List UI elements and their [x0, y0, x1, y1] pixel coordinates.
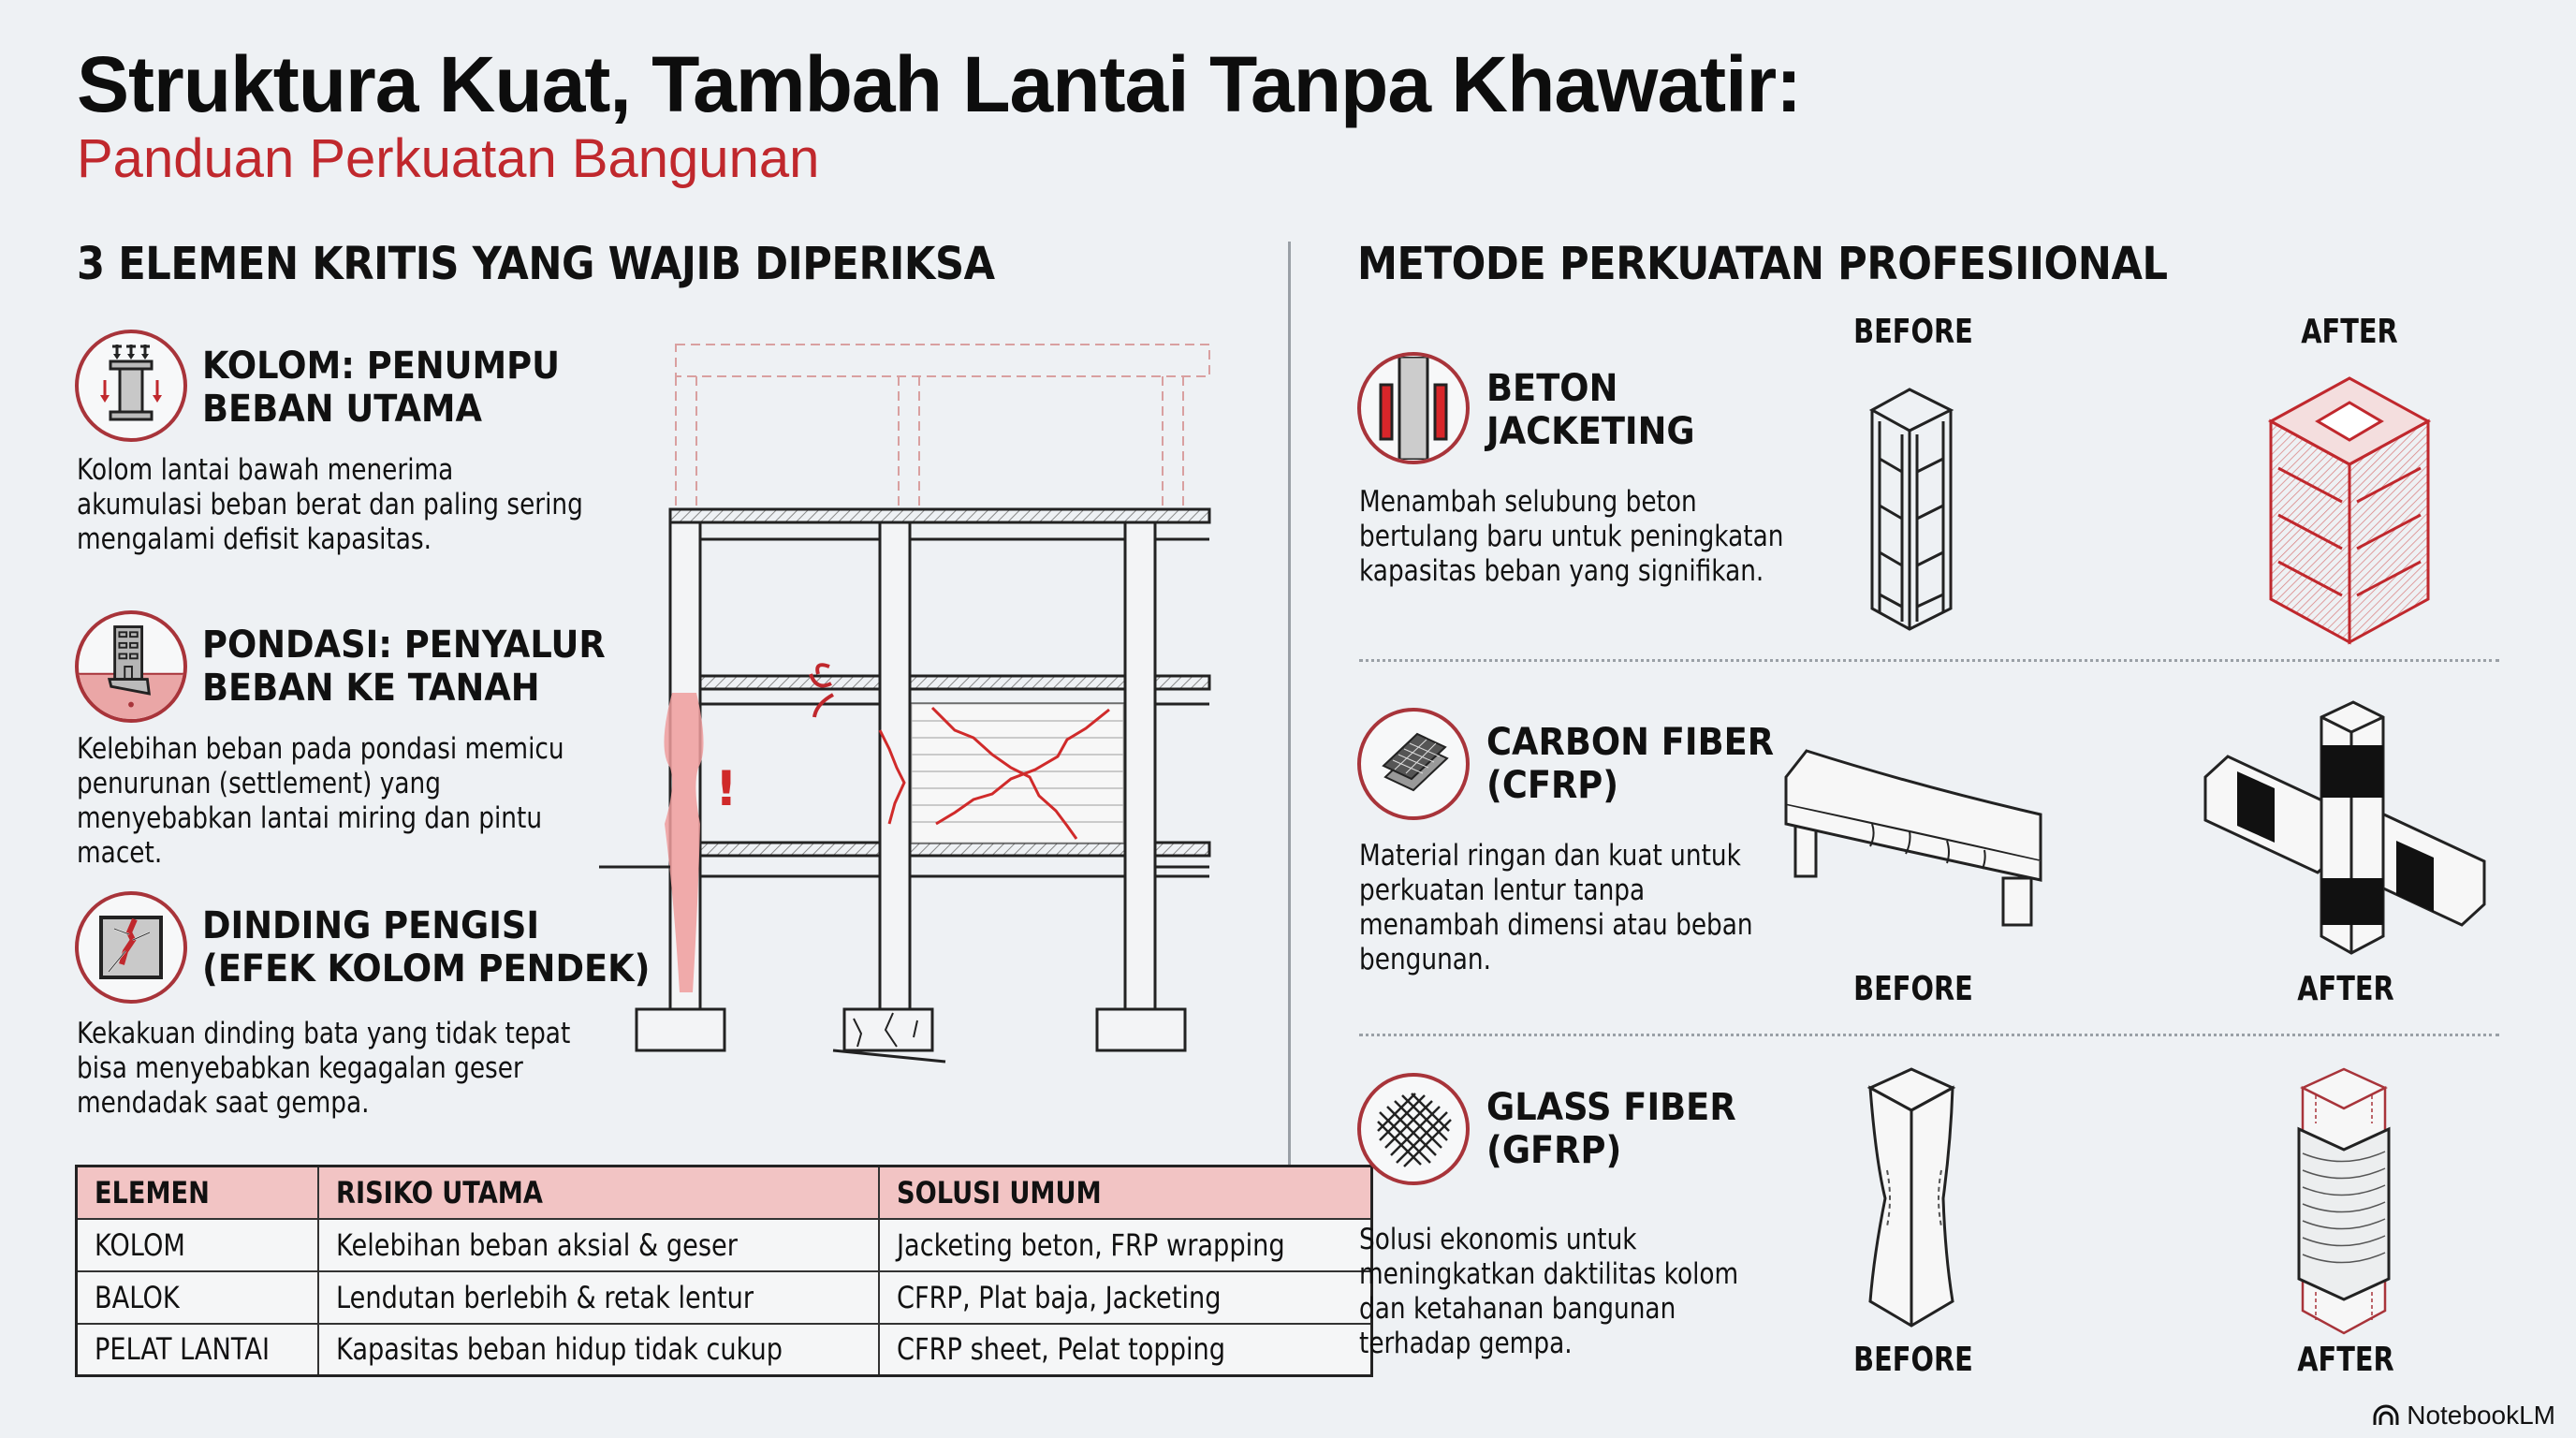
column-load-icon: [75, 330, 187, 442]
svg-text:!: !: [715, 761, 738, 817]
concrete-jacket-icon: [1357, 352, 1470, 464]
method-title: CARBON FIBER (CFRP): [1486, 721, 1775, 807]
item-title: KOLOM: PENUMPU BEBAN UTAMA: [202, 345, 560, 431]
table-cell: PELAT LANTAI: [75, 1322, 319, 1377]
critical-item-kolom: KOLOM: PENUMPU BEBAN UTAMA: [75, 330, 560, 442]
plain-column-before-illustration: [1863, 384, 1966, 641]
method-beton-jacketing: BETON JACKETING: [1357, 352, 1695, 464]
item-title: PONDASI: PENYALUR BEBAN KE TANAH: [202, 624, 606, 710]
critical-item-dinding: DINDING PENGISI (EFEK KOLOM PENDEK): [75, 891, 651, 1004]
cracked-wall-icon: [75, 891, 187, 1004]
table-cell: Kapasitas beban hidup tidak cukup: [316, 1322, 881, 1377]
table-header-cell: ELEMEN: [75, 1165, 319, 1220]
brand-name: NotebookLM: [2407, 1401, 2555, 1430]
cracked-beam-before-illustration: [1778, 749, 2059, 932]
notebooklm-logo-icon: [2373, 1404, 2399, 1425]
item-title: DINDING PENGISI (EFEK KOLOM PENDEK): [202, 904, 651, 990]
brand-badge: NotebookLM: [2373, 1401, 2555, 1431]
building-foundation-icon: [75, 610, 187, 723]
table-cell: Lendutan berlebih & retak lentur: [316, 1269, 881, 1325]
after-label: AFTER: [2301, 313, 2398, 351]
item-description-dinding: Kekakuan dinding bata yang tidak tepat b…: [77, 1017, 571, 1120]
table-cell: Jacketing beton, FRP wrapping: [878, 1217, 1373, 1272]
after-label: AFTER: [2297, 970, 2394, 1008]
column-divider: [1288, 242, 1291, 1374]
page-title: Struktura Kuat, Tambah Lantai Tanpa Khaw…: [77, 40, 1802, 128]
method-description: Menambah selubung beton bertulang baru u…: [1359, 485, 1784, 588]
critical-item-pondasi: PONDASI: PENYALUR BEBAN KE TANAH: [75, 610, 606, 723]
buckled-column-before-illustration: [1866, 1067, 1960, 1334]
item-description-kolom: Kolom lantai bawah menerima akumulasi be…: [77, 453, 583, 556]
table-cell: Kelebihan beban aksial & geser: [316, 1217, 881, 1272]
before-label: BEFORE: [1853, 970, 1973, 1008]
building-frame-diagram: !: [599, 337, 1236, 1067]
table-header-cell: SOLUSI UMUM: [878, 1165, 1373, 1220]
table-row: PELAT LANTAI Kapasitas beban hidup tidak…: [75, 1322, 1373, 1377]
table-header-row: ELEMEN RISIKO UTAMA SOLUSI UMUM: [75, 1165, 1373, 1220]
method-title: BETON JACKETING: [1486, 367, 1695, 453]
before-label: BEFORE: [1853, 313, 1973, 351]
method-title: GLASS FIBER (GFRP): [1486, 1086, 1736, 1172]
table-cell: BALOK: [75, 1269, 319, 1325]
gfrp-wrapped-column-after-illustration: [2297, 1067, 2391, 1343]
method-glass-fiber: GLASS FIBER (GFRP): [1357, 1073, 1736, 1185]
left-section-heading: 3 ELEMEN KRITIS YANG WAJIB DIPERIKSA: [77, 238, 995, 290]
jacketed-column-after-illustration: [2265, 365, 2434, 651]
table-row: BALOK Lendutan berlebih & retak lentur C…: [75, 1269, 1373, 1325]
method-carbon-fiber: CARBON FIBER (CFRP): [1357, 708, 1774, 820]
method-description: Material ringan dan kuat untuk perkuatan…: [1359, 839, 1753, 976]
method-separator: [1359, 1034, 2499, 1036]
table-header-cell: RISIKO UTAMA: [316, 1165, 881, 1220]
before-label: BEFORE: [1853, 1341, 1973, 1379]
glass-fiber-mesh-icon: [1357, 1073, 1470, 1185]
method-description: Solusi ekonomis untuk meningkatkan dakti…: [1359, 1223, 1739, 1360]
page-subtitle: Panduan Perkuatan Bangunan: [77, 128, 820, 189]
right-section-heading: METODE PERKUATAN PROFESIIONAL: [1357, 238, 2168, 290]
table-row: KOLOM Kelebihan beban aksial & geser Jac…: [75, 1217, 1373, 1272]
table-cell: CFRP sheet, Pelat topping: [878, 1322, 1373, 1377]
after-label: AFTER: [2297, 1341, 2394, 1379]
risk-table: ELEMEN RISIKO UTAMA SOLUSI UMUM KOLOM Ke…: [75, 1165, 1374, 1377]
cfrp-wrapped-joint-after-illustration: [2200, 693, 2499, 969]
item-description-pondasi: Kelebihan beban pada pondasi memicu penu…: [77, 732, 564, 870]
table-cell: KOLOM: [75, 1217, 319, 1272]
method-separator: [1359, 659, 2499, 662]
table-cell: CFRP, Plat baja, Jacketing: [878, 1269, 1373, 1325]
carbon-fiber-sheet-icon: [1357, 708, 1470, 820]
